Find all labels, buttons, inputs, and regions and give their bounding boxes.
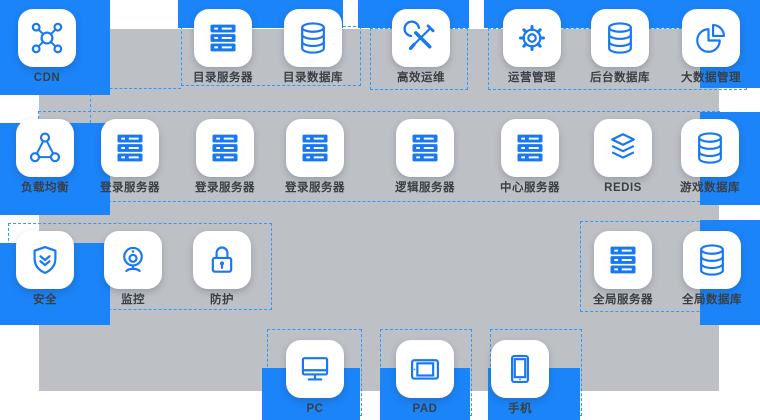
node-card xyxy=(683,231,741,289)
node-card xyxy=(16,231,74,289)
server-rack-icon xyxy=(405,128,445,168)
node-label: 登录服务器 xyxy=(100,182,160,194)
node-label: 运营管理 xyxy=(508,72,556,84)
server-rack-icon xyxy=(510,128,550,168)
node-label: PC xyxy=(306,403,324,415)
node-label: 监控 xyxy=(121,294,145,306)
node-label: 游戏数据库 xyxy=(680,182,740,194)
group-connector-v xyxy=(90,88,91,123)
node-card xyxy=(286,340,344,398)
node-card xyxy=(491,340,549,398)
node-card xyxy=(101,119,159,177)
node-label: 高效运维 xyxy=(397,72,445,84)
tablet-icon xyxy=(405,349,445,389)
node-load-balance: 负载均衡 xyxy=(0,119,90,195)
tools-icon xyxy=(401,18,441,58)
node-login-2: 登录服务器 xyxy=(180,119,270,195)
node-dir-db: 目录数据库 xyxy=(268,9,358,85)
node-card xyxy=(392,9,450,67)
node-game-db: 游戏数据库 xyxy=(665,119,755,195)
monitor-icon xyxy=(295,349,335,389)
node-label: 目录数据库 xyxy=(283,72,343,84)
node-logic: 逻辑服务器 xyxy=(380,119,470,195)
node-label: 中心服务器 xyxy=(500,182,560,194)
node-label: 安全 xyxy=(33,294,57,306)
node-bigdata: 大数据管理 xyxy=(666,9,756,85)
node-dir-server: 目录服务器 xyxy=(178,9,268,85)
node-phone: 手机 xyxy=(475,340,565,416)
node-label: PAD xyxy=(412,403,438,415)
node-label: REDIS xyxy=(604,182,642,194)
node-redis: REDIS xyxy=(578,119,668,195)
node-label: 后台数据库 xyxy=(590,72,650,84)
node-ops: 高效运维 xyxy=(376,9,466,85)
node-login-3: 登录服务器 xyxy=(270,119,360,195)
node-label: CDN xyxy=(33,72,61,84)
pie-chart-icon xyxy=(691,18,731,58)
node-pc: PC xyxy=(270,340,360,416)
node-label: 手机 xyxy=(508,403,532,415)
server-rack-icon xyxy=(110,128,150,168)
node-security: 安全 xyxy=(0,231,90,307)
node-card xyxy=(594,119,652,177)
server-rack-icon xyxy=(203,18,243,58)
node-label: 全局数据库 xyxy=(682,294,742,306)
node-card xyxy=(196,119,254,177)
node-card xyxy=(591,9,649,67)
node-card xyxy=(396,340,454,398)
node-card xyxy=(396,119,454,177)
node-card xyxy=(501,119,559,177)
server-rack-icon xyxy=(205,128,245,168)
node-backend-db: 后台数据库 xyxy=(575,9,665,85)
node-label: 防护 xyxy=(210,294,234,306)
database-icon xyxy=(293,18,333,58)
node-pad: PAD xyxy=(380,340,470,416)
node-card xyxy=(104,231,162,289)
node-card xyxy=(594,231,652,289)
node-central: 中心服务器 xyxy=(485,119,575,195)
node-card xyxy=(284,9,342,67)
triangle-network-icon xyxy=(25,128,65,168)
database-icon xyxy=(690,128,730,168)
node-label: 大数据管理 xyxy=(681,72,741,84)
node-global-db: 全局数据库 xyxy=(667,231,757,307)
node-label: 登录服务器 xyxy=(195,182,255,194)
node-label: 目录服务器 xyxy=(193,72,253,84)
node-label: 全局服务器 xyxy=(593,294,653,306)
gear-icon xyxy=(512,18,552,58)
webcam-icon xyxy=(113,240,153,280)
shield-icon xyxy=(25,240,65,280)
node-global-server: 全局服务器 xyxy=(578,231,668,307)
server-rack-icon xyxy=(295,128,335,168)
node-label: 负载均衡 xyxy=(21,182,69,194)
node-login-1: 登录服务器 xyxy=(85,119,175,195)
network-hub-icon xyxy=(27,18,67,58)
node-monitoring: 监控 xyxy=(88,231,178,307)
node-op-mgmt: 运营管理 xyxy=(487,9,577,85)
node-card xyxy=(18,9,76,67)
server-rack-icon xyxy=(603,240,643,280)
node-card xyxy=(16,119,74,177)
layers-icon xyxy=(603,128,643,168)
node-card xyxy=(682,9,740,67)
database-icon xyxy=(600,18,640,58)
node-protection: 防护 xyxy=(177,231,267,307)
node-card xyxy=(193,231,251,289)
node-card xyxy=(503,9,561,67)
node-label: 逻辑服务器 xyxy=(395,182,455,194)
node-label: 登录服务器 xyxy=(285,182,345,194)
group-connector-h xyxy=(90,88,181,89)
padlock-icon xyxy=(202,240,242,280)
database-icon xyxy=(692,240,732,280)
node-card xyxy=(681,119,739,177)
node-card xyxy=(286,119,344,177)
node-card xyxy=(194,9,252,67)
phone-icon xyxy=(500,349,540,389)
node-cdn: CDN xyxy=(2,9,92,85)
